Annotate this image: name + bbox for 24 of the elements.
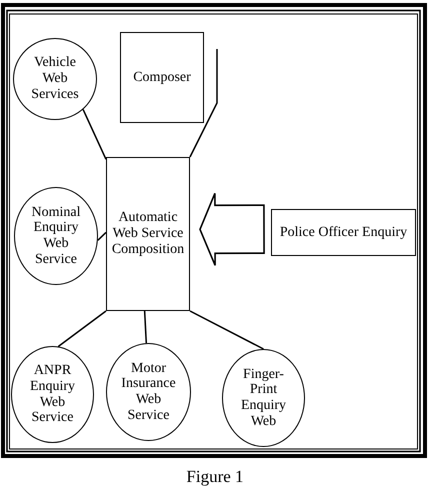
node-label: Automatic Web Service Composition — [110, 210, 186, 258]
connector-line — [82, 109, 107, 160]
connector-line — [189, 49, 218, 158]
connector-line — [190, 310, 264, 350]
service-ellipse — [14, 187, 98, 285]
service-ellipse — [106, 343, 191, 441]
node-label: Police Officer Enquiry — [278, 224, 408, 240]
process-box — [106, 157, 190, 311]
node-label: Nominal Enquiry Web Service — [30, 204, 82, 268]
node-label: Vehicle Web Services — [30, 55, 80, 102]
block-arrow — [199, 192, 265, 266]
node-label: Motor Insurance Web Service — [120, 360, 177, 424]
service-ellipse — [13, 38, 97, 120]
connector-line — [144, 310, 148, 344]
service-ellipse — [11, 346, 94, 443]
connector-line — [97, 232, 107, 241]
node-label: Composer — [132, 70, 192, 86]
figure-caption: Figure 1 — [186, 468, 244, 487]
node-label: ANPR Enquiry Web Service — [28, 363, 76, 426]
process-box — [271, 209, 416, 256]
service-ellipse — [222, 349, 305, 447]
node-label: Finger-Print Enquiry Web — [240, 366, 288, 430]
connector-line — [58, 310, 106, 348]
process-box — [120, 32, 204, 123]
